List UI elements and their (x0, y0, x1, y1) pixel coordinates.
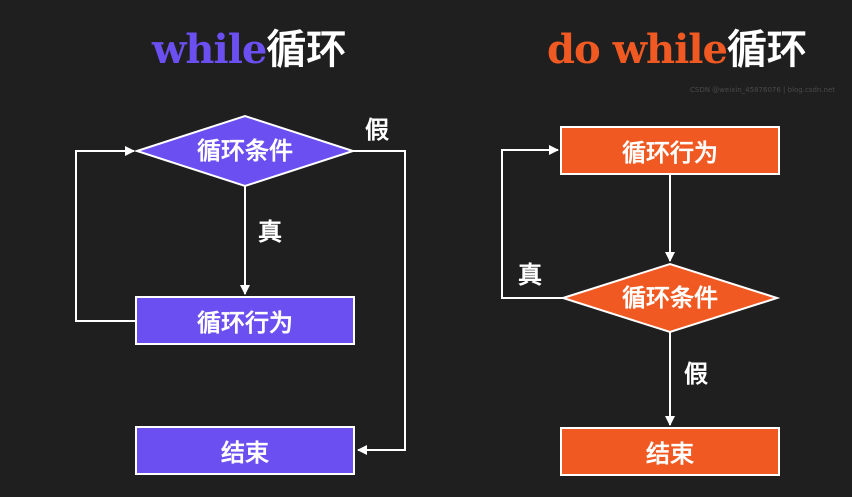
while-condition-label: 循环条件 (197, 137, 293, 165)
while-title-suffix: 循环 (266, 27, 347, 73)
while-false-label: 假 (365, 116, 389, 144)
do-while-false-label: 假 (684, 360, 708, 388)
while-false-arrow (353, 150, 406, 455)
while-end-box: 结束 (135, 426, 355, 475)
do-while-end-box: 结束 (560, 427, 780, 476)
do-while-condition-label: 循环条件 (622, 284, 718, 312)
do-while-condition-diamond (559, 262, 781, 334)
watermark-text: CSDN @weixin_45876076 | blog.csdn.net (690, 86, 836, 94)
do-while-title-suffix: 循环 (726, 27, 807, 73)
do-while-title-keyword: do while (547, 26, 728, 73)
while-title-keyword: while (152, 26, 267, 73)
while-loop-back-arrow (75, 146, 135, 322)
do-while-true-label: 真 (518, 261, 542, 289)
while-action-box: 循环行为 (135, 296, 355, 345)
while-loop-title: while循环 (152, 22, 346, 78)
do-while-true-loop-arrow (501, 145, 563, 299)
while-true-label: 真 (258, 218, 282, 246)
do-while-loop-title: do while循环 (547, 22, 807, 78)
do-while-action-box: 循环行为 (560, 126, 780, 175)
